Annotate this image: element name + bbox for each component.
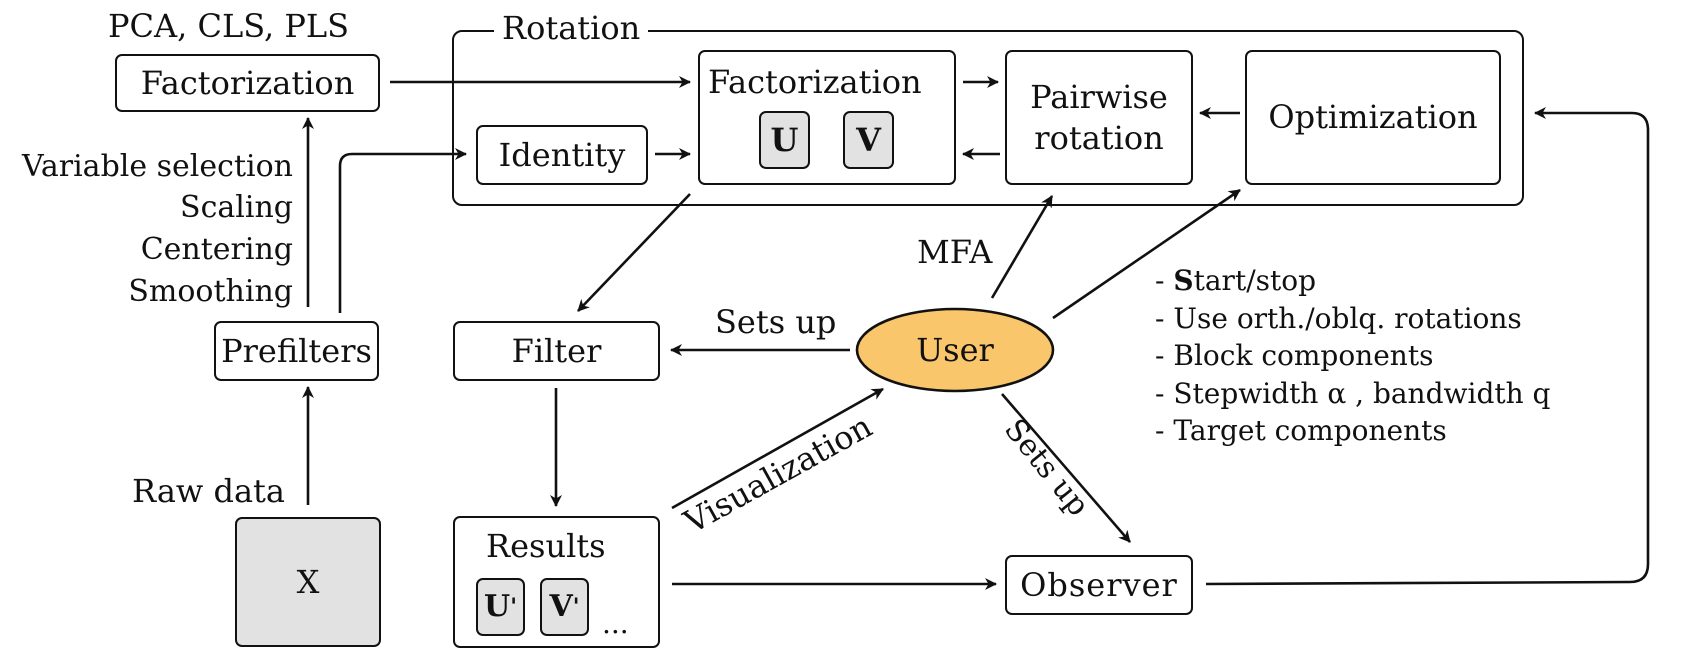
u-matrix-label: U <box>770 120 799 159</box>
factorization-inner-box[interactable]: Factorization U V <box>698 50 956 185</box>
pairwise-line2: rotation <box>1034 118 1164 157</box>
arrow-results-to-user <box>671 387 884 510</box>
v-matrix-box: V <box>843 111 894 169</box>
results-ellipsis: ... <box>602 607 629 640</box>
option-item: - Block components <box>1155 339 1434 372</box>
pairwise-line1: Pairwise <box>1030 77 1168 116</box>
centering-label: Centering <box>140 232 293 267</box>
prefilters-label: Prefilters <box>221 331 372 370</box>
raw-data-label: Raw data <box>132 472 285 510</box>
variable-selection-label: Variable selection <box>21 149 293 184</box>
option-item: - Start/stop <box>1155 264 1317 297</box>
u-matrix-box: U <box>759 111 810 169</box>
observer-box[interactable]: Observer <box>1005 555 1193 615</box>
user-label[interactable]: User <box>916 331 994 369</box>
identity-box[interactable]: Identity <box>476 125 648 185</box>
prefilters-box[interactable]: Prefilters <box>214 321 379 381</box>
sets-up-left-label: Sets up <box>715 303 837 341</box>
rotation-label: Rotation <box>494 12 649 44</box>
options-list: - Start/stop - Use orth./oblq. rotations… <box>1155 262 1550 450</box>
option-item: - Stepwidth α , bandwidth q <box>1155 376 1551 410</box>
filter-box[interactable]: Filter <box>453 321 660 381</box>
arrow-user-to-observer <box>1001 393 1131 543</box>
v-prime-box: V' <box>540 578 589 636</box>
factorization-left-label: Factorization <box>140 63 355 102</box>
scaling-label: Scaling <box>180 190 293 225</box>
mfa-label: MFA <box>917 233 993 271</box>
optimization-box[interactable]: Optimization <box>1245 50 1501 185</box>
v-prime-label: V <box>549 588 573 624</box>
pairwise-rotation-box[interactable]: Pairwise rotation <box>1005 50 1193 185</box>
x-matrix-label: X <box>296 562 320 601</box>
factorization-inner-label: Factorization <box>708 63 922 101</box>
option-item: - Target components <box>1155 414 1447 447</box>
x-matrix-box[interactable]: X <box>235 517 381 647</box>
optimization-label: Optimization <box>1268 98 1478 137</box>
factorization-left-box[interactable]: Factorization <box>115 54 380 112</box>
arrow-prefilters-to-identity <box>338 148 467 313</box>
arrow-user-to-optimization <box>1052 188 1241 320</box>
arrow-observer-to-optimization <box>1205 107 1650 586</box>
v-prime-mark: ' <box>572 593 580 620</box>
results-box[interactable]: Results U' V' ... <box>453 516 660 648</box>
user-node <box>855 307 1055 393</box>
results-label: Results <box>486 527 606 565</box>
u-prime-label: U <box>484 588 511 624</box>
u-prime-box: U' <box>476 578 525 636</box>
arrow-factorization-to-filter <box>577 193 691 312</box>
v-matrix-label: V <box>856 120 881 159</box>
option-item: - Use orth./oblq. rotations <box>1155 301 1522 335</box>
arrow-user-to-pairwise <box>990 195 1054 299</box>
filter-label: Filter <box>511 331 602 370</box>
observer-label: Observer <box>1020 565 1178 604</box>
smoothing-label: Smoothing <box>128 274 293 309</box>
methods-label: PCA, CLS, PLS <box>108 7 350 45</box>
u-prime-mark: ' <box>510 593 517 620</box>
identity-label: Identity <box>498 135 626 174</box>
